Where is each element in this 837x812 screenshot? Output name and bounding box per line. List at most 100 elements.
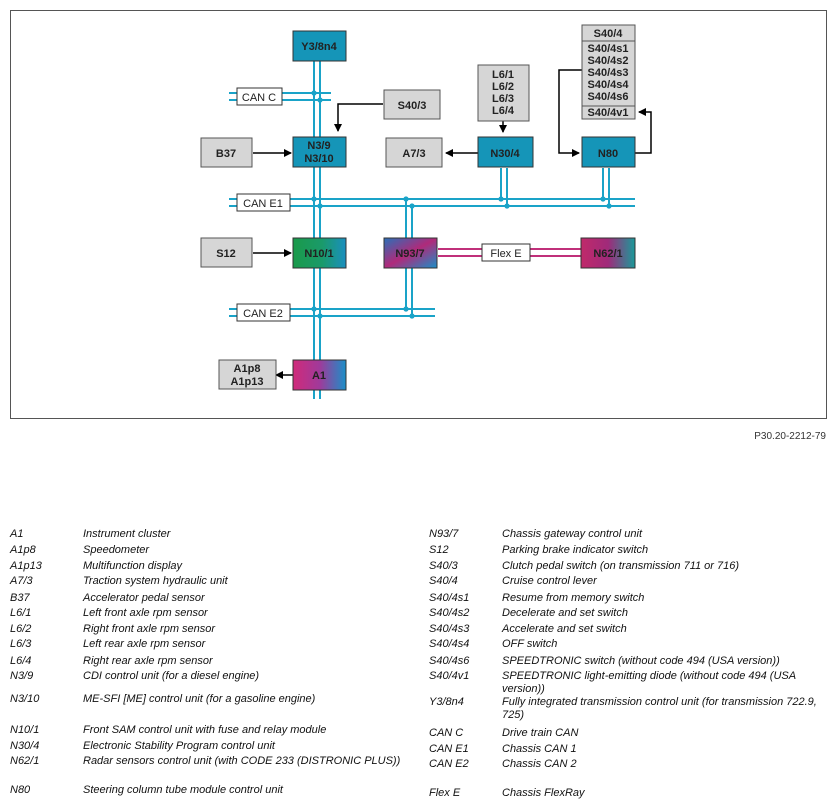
svg-text:S40/4s3: S40/4s3	[588, 67, 629, 79]
legend-description: Chassis FlexRay	[502, 787, 585, 799]
unit-s12: S12	[200, 237, 253, 268]
svg-text:Flex E: Flex E	[490, 248, 521, 260]
legend-code: S40/4s1	[429, 591, 470, 604]
bus-junctions	[311, 90, 612, 319]
legend-description: Right front axle rpm sensor	[83, 622, 216, 635]
legend-description: Clutch pedal switch (on transmission 711…	[502, 559, 740, 572]
legend-description: Instrument cluster	[83, 528, 171, 540]
legend-row: L6/2 Right front axle rpm sensor	[10, 623, 405, 639]
legend-description: ME-SFI [ME] control unit (for a gasoline…	[83, 693, 316, 705]
legend-description: Traction system hydraulic unit	[83, 575, 228, 587]
legend-description: Chassis gateway control unit	[502, 528, 643, 540]
can-e1-label: CAN E1	[236, 193, 291, 212]
can-e2-label: CAN E2	[236, 303, 291, 322]
unit-n80: N80	[581, 136, 636, 168]
legend-code: S40/4s6	[429, 654, 470, 667]
legend-code: N3/9	[10, 670, 34, 682]
legend-row: N93/7 Chassis gateway control unit	[429, 528, 829, 544]
legend-row: A1p8 Speedometer	[10, 544, 405, 560]
unit-a1p8-a1p13: A1p8 A1p13	[218, 359, 277, 390]
bus-lines	[229, 61, 635, 399]
svg-text:N80: N80	[598, 148, 618, 160]
legend-code: S40/4	[429, 575, 458, 587]
svg-text:N62/1: N62/1	[593, 248, 622, 260]
legend-row: S40/4 Cruise control lever	[429, 575, 829, 592]
svg-text:A7/3: A7/3	[402, 148, 425, 160]
legend-description: Accelerator pedal sensor	[83, 591, 205, 604]
unit-a1: A1	[292, 359, 347, 391]
legend-description: Chassis CAN 1	[502, 742, 577, 755]
svg-text:A1p13: A1p13	[230, 376, 263, 388]
svg-text:N3/10: N3/10	[304, 153, 333, 165]
unit-n30-4: N30/4	[477, 136, 534, 168]
svg-text:S40/4v1: S40/4v1	[588, 107, 629, 119]
svg-text:S40/4s2: S40/4s2	[588, 55, 629, 67]
svg-text:Y3/8n4: Y3/8n4	[301, 41, 337, 53]
figure-reference: P30.20-2212-79	[754, 431, 826, 442]
legend-description: Radar sensors control unit (with CODE 23…	[83, 755, 401, 767]
svg-text:S40/4: S40/4	[594, 28, 624, 40]
diagram-frame: CAN C CAN E1 CAN E2 Flex E Y3/8n4 N3/9 N…	[10, 10, 827, 419]
legend-description: Resume from memory switch	[502, 591, 645, 604]
svg-text:N93/7: N93/7	[395, 248, 424, 260]
legend-description: Cruise control lever	[502, 575, 597, 587]
legend-code: A1p8	[10, 544, 36, 556]
legend-row: N80 Steering column tube module control u…	[10, 784, 405, 800]
unit-b37: B37	[200, 137, 253, 168]
legend-row: S40/4s3 Accelerate and set switch	[429, 623, 829, 639]
svg-text:L6/3: L6/3	[492, 93, 514, 105]
legend-code: N80	[10, 784, 31, 796]
svg-text:S40/4s1: S40/4s1	[588, 43, 629, 55]
svg-text:N3/9: N3/9	[307, 140, 330, 152]
unit-l6-sensors: L6/1 L6/2 L6/3 L6/4	[477, 64, 530, 122]
legend-description: Steering column tube module control unit	[83, 784, 283, 796]
unit-s40-3: S40/3	[383, 89, 441, 120]
legend-description: Speedometer	[83, 544, 150, 556]
svg-text:A1: A1	[312, 370, 326, 382]
legend-row: A7/3 Traction system hydraulic unit	[10, 575, 405, 592]
svg-text:S40/3: S40/3	[398, 100, 427, 112]
network-diagram: CAN C CAN E1 CAN E2 Flex E Y3/8n4 N3/9 N…	[200, 24, 652, 399]
legend-row: CAN E1 Chassis CAN 1	[429, 743, 829, 759]
legend-code: L6/2	[10, 622, 32, 635]
legend-row: L6/3 Left rear axle rpm sensor	[10, 638, 405, 655]
legend-description: Left rear axle rpm sensor	[83, 638, 206, 650]
legend-code: CAN E1	[429, 742, 469, 755]
svg-text:CAN E2: CAN E2	[243, 308, 283, 320]
legend-code: N93/7	[429, 528, 459, 540]
legend-row: S40/4s1 Resume from memory switch	[429, 592, 829, 608]
legend-description: Decelerate and set switch	[502, 607, 628, 619]
legend-code: CAN E2	[429, 758, 469, 770]
legend-code: S40/4s3	[429, 622, 470, 635]
legend-code: N10/1	[10, 724, 40, 736]
unit-n93-7: N93/7	[383, 237, 438, 269]
legend-code: S40/4v1	[429, 670, 470, 682]
svg-text:S12: S12	[216, 248, 236, 260]
svg-text:CAN C: CAN C	[242, 92, 276, 104]
legend-code: Flex E	[429, 787, 461, 799]
legend-description: OFF switch	[502, 638, 558, 650]
legend-description: Accelerate and set switch	[502, 622, 627, 635]
legend-description: Right rear axle rpm sensor	[83, 654, 213, 667]
legend-code: L6/3	[10, 638, 32, 650]
legend-code: A7/3	[10, 575, 33, 587]
legend-code: A1	[10, 528, 24, 540]
can-c-label: CAN C	[236, 87, 283, 106]
svg-text:L6/4: L6/4	[492, 105, 515, 117]
svg-text:N30/4: N30/4	[490, 148, 520, 160]
